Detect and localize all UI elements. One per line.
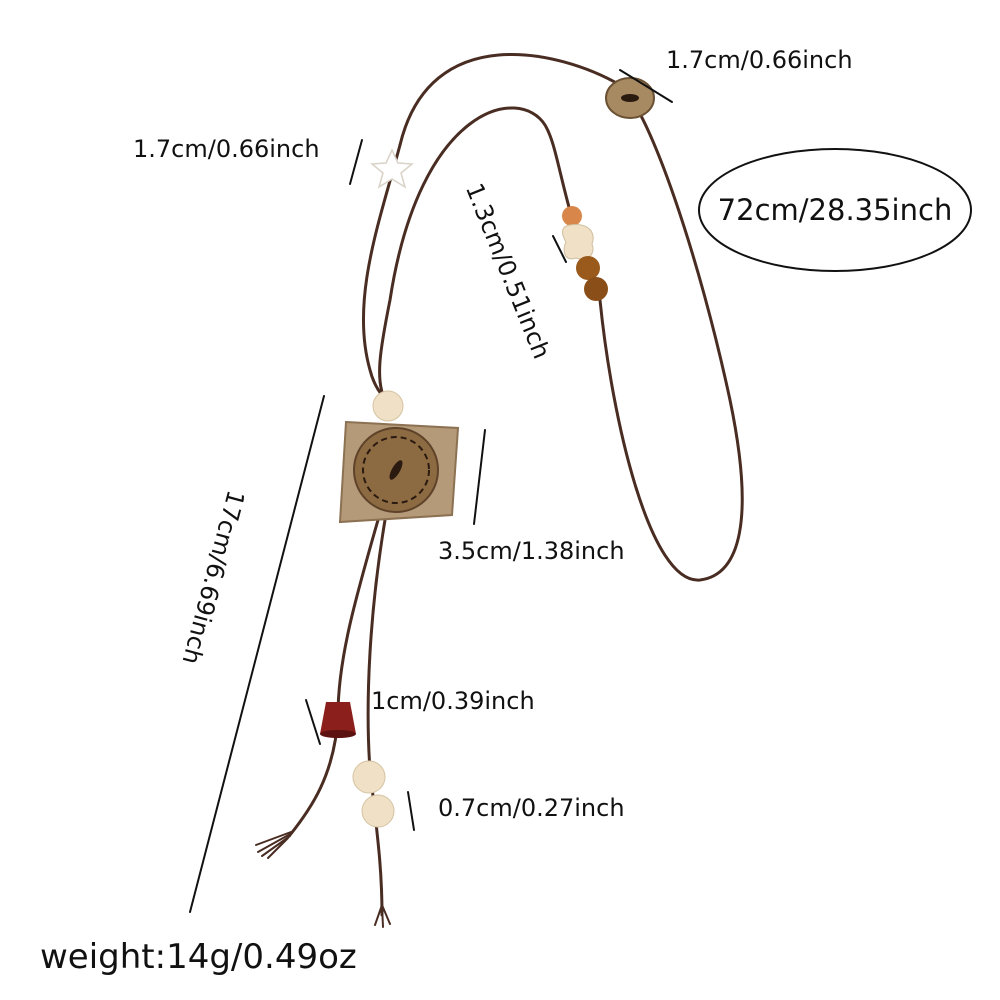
top-button-size-label: 1.7cm/0.66inch bbox=[666, 46, 853, 74]
cream-bead-bottom bbox=[361, 794, 395, 828]
drop-length-marker bbox=[189, 395, 325, 913]
cream-bead-marker bbox=[407, 791, 415, 831]
cream-bead-top bbox=[352, 760, 386, 794]
total-length-callout: 72cm/28.35inch bbox=[697, 147, 973, 273]
outer-cord bbox=[398, 53, 744, 582]
weight-label: weight:14g/0.49oz bbox=[40, 937, 357, 977]
top-button bbox=[605, 77, 655, 119]
total-length-ellipse bbox=[698, 148, 972, 272]
star-marker bbox=[349, 139, 363, 185]
red-bead-marker bbox=[305, 699, 321, 745]
top-button-marker bbox=[619, 69, 673, 103]
right-tail-cord bbox=[366, 518, 387, 917]
pendant bbox=[338, 390, 460, 524]
star-bead bbox=[370, 148, 414, 189]
star-bead-size-label: 1.7cm/0.66inch bbox=[133, 135, 320, 163]
pendant-width-label: 3.5cm/1.38inch bbox=[438, 537, 625, 565]
red-bead-size-label: 1cm/0.39inch bbox=[371, 687, 535, 715]
pendant-width-marker bbox=[473, 429, 486, 525]
total-length-label: 72cm/28.35inch bbox=[717, 193, 953, 227]
red-bead bbox=[320, 702, 356, 738]
inner-cord bbox=[378, 106, 602, 402]
cluster-marker bbox=[552, 235, 567, 263]
tassels bbox=[255, 831, 391, 928]
cream-bead-size-label: 0.7cm/0.27inch bbox=[438, 794, 625, 822]
measurement-lines bbox=[189, 69, 673, 913]
bead-cluster bbox=[562, 206, 608, 301]
